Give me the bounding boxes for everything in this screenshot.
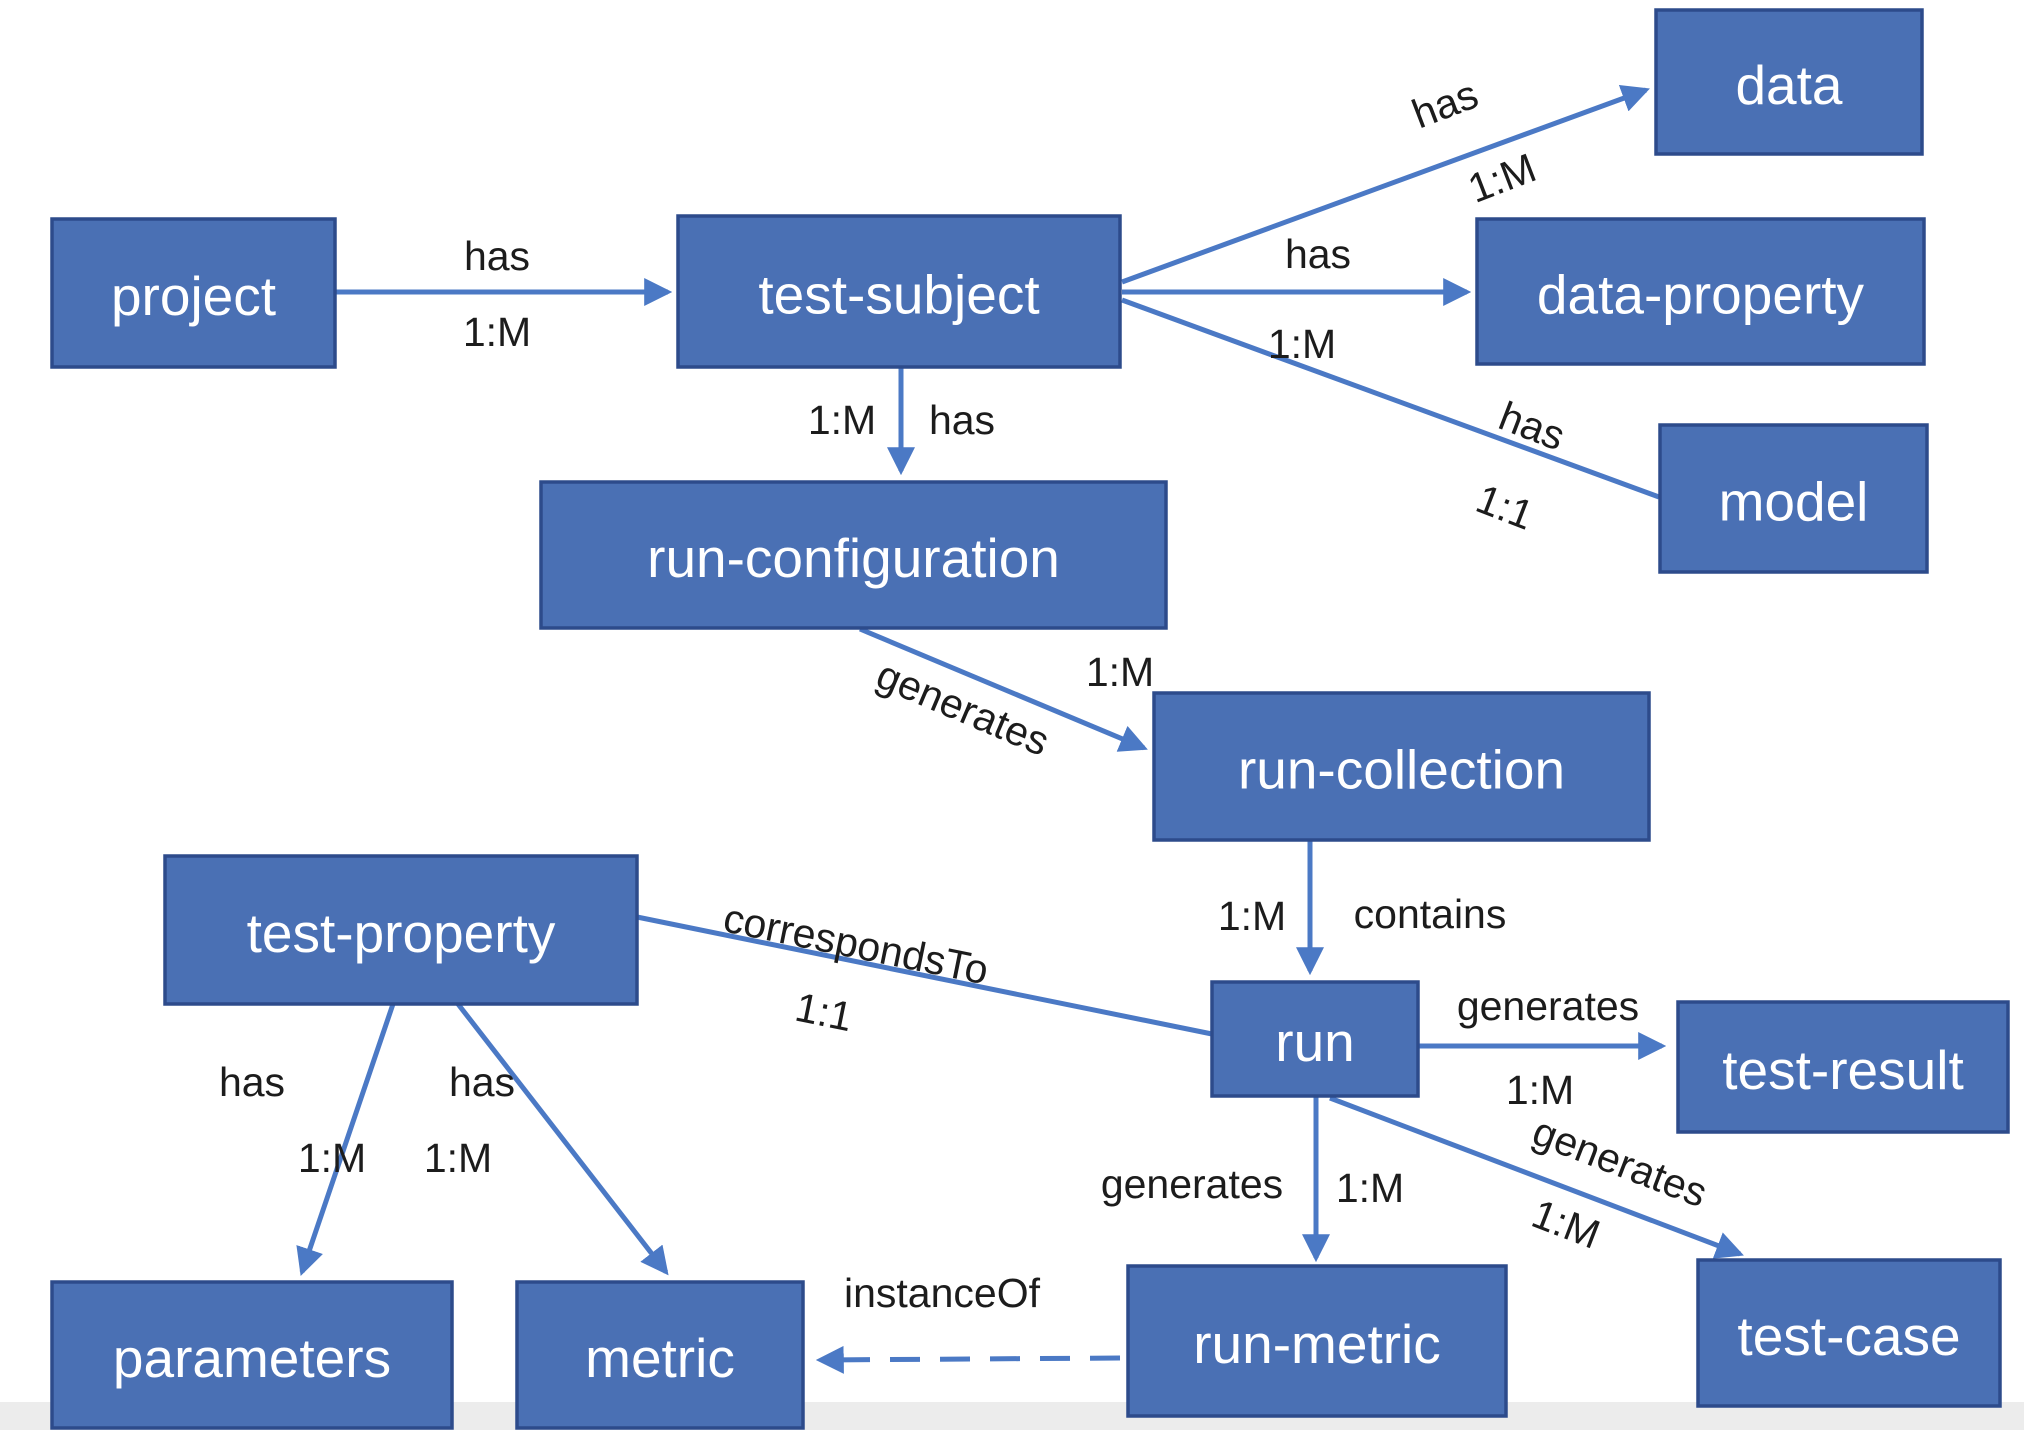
node-test-property-label: test-property	[247, 902, 556, 964]
node-run-metric: run-metric	[1126, 1264, 1508, 1418]
node-data-property-box	[1475, 217, 1926, 366]
edge-test-property-has-parameters	[296, 1003, 396, 1276]
edge-run-metric-instanceOf-metric	[815, 1345, 1121, 1374]
edges-layer	[296, 85, 1744, 1374]
node-parameters: parameters	[50, 1280, 454, 1430]
edge-label-test-subject-has-run-configuration-0: 1:M	[808, 397, 876, 443]
edge-test-property-correspondsTo-run	[636, 914, 1213, 1037]
node-run-collection: run-collection	[1152, 691, 1651, 842]
node-project: project	[50, 217, 337, 369]
edge-label-test-subject-has-data-property-1: 1:M	[1268, 321, 1336, 367]
node-test-property: test-property	[163, 854, 639, 1006]
edge-test-subject-has-model	[1121, 297, 1660, 500]
edge-label-run-configuration-generates-run-collection-0: generates	[870, 651, 1056, 765]
node-data-box	[1654, 8, 1924, 156]
edge-label-run-generates-test-result-1: 1:M	[1506, 1067, 1574, 1113]
node-run-collection-box	[1152, 691, 1651, 842]
node-parameters-box	[50, 1280, 454, 1430]
edge-label-run-generates-test-result-0: generates	[1457, 983, 1639, 1029]
edge-label-test-property-has-parameters-1: 1:M	[298, 1135, 366, 1181]
edge-label-test-subject-has-data-0: has	[1406, 71, 1484, 138]
node-data-label: data	[1735, 54, 1842, 116]
edge-label-test-property-has-parameters-0: has	[219, 1059, 285, 1105]
node-project-label: project	[111, 265, 276, 327]
node-parameters-label: parameters	[113, 1327, 391, 1389]
node-test-case: test-case	[1696, 1258, 2002, 1408]
node-metric-box	[515, 1280, 805, 1430]
node-metric: metric	[515, 1280, 805, 1430]
node-test-result-box	[1676, 1000, 2010, 1134]
edge-label-run-configuration-generates-run-collection-1: 1:M	[1086, 649, 1154, 695]
edge-run-generates-test-case	[1329, 1095, 1744, 1259]
node-data-property: data-property	[1475, 217, 1926, 366]
edge-run-configuration-generates-run-collection	[859, 626, 1148, 752]
node-project-box	[50, 217, 337, 369]
edge-label-project-has-test-subject-0: has	[464, 233, 530, 279]
node-test-subject-box	[676, 214, 1122, 369]
node-model: model	[1658, 423, 1929, 574]
nodes-layer: project test-subject data data-property mode…	[50, 8, 2010, 1430]
node-run-label: run	[1275, 1011, 1355, 1073]
edge-label-test-subject-has-run-configuration-1: has	[929, 397, 995, 443]
node-test-property-box	[163, 854, 639, 1006]
node-test-case-box	[1696, 1258, 2002, 1408]
node-run-collection-label: run-collection	[1238, 739, 1565, 801]
node-test-case-label: test-case	[1737, 1305, 1960, 1367]
edge-label-project-has-test-subject-1: 1:M	[463, 309, 531, 355]
edge-test-subject-has-data	[1121, 85, 1650, 285]
node-metric-label: metric	[585, 1327, 735, 1389]
node-run-configuration-label: run-configuration	[647, 527, 1060, 589]
edge-label-test-subject-has-model-0: has	[1493, 393, 1571, 460]
edge-label-test-subject-has-model-1: 1:1	[1470, 475, 1540, 538]
edge-label-test-property-has-metric-1: 1:M	[424, 1135, 492, 1181]
edge-label-test-subject-has-data-property-0: has	[1285, 231, 1351, 277]
node-test-result: test-result	[1676, 1000, 2010, 1134]
node-test-result-label: test-result	[1722, 1039, 1963, 1101]
edge-label-run-generates-run-metric-0: generates	[1101, 1161, 1283, 1207]
edge-label-run-collection-contains-run-0: 1:M	[1218, 893, 1286, 939]
edge-test-property-has-metric	[456, 1002, 669, 1276]
edge-label-run-generates-run-metric-1: 1:M	[1336, 1165, 1404, 1211]
node-run-configuration-box	[539, 480, 1168, 630]
node-data-property-label: data-property	[1537, 264, 1865, 326]
edge-label-test-property-correspondsTo-run-0: correspondsTo	[720, 895, 993, 994]
node-run: run	[1210, 980, 1420, 1098]
node-test-subject-label: test-subject	[758, 264, 1039, 326]
node-model-box	[1658, 423, 1929, 574]
node-run-box	[1210, 980, 1420, 1098]
node-run-metric-label: run-metric	[1193, 1313, 1441, 1375]
edge-label-test-property-correspondsTo-run-1: 1:1	[791, 984, 856, 1040]
node-run-configuration: run-configuration	[539, 480, 1168, 630]
node-model-label: model	[1719, 471, 1869, 533]
edge-label-test-property-has-metric-0: has	[449, 1059, 515, 1105]
node-run-metric-box	[1126, 1264, 1508, 1418]
edge-label-run-collection-contains-run-1: contains	[1354, 891, 1507, 937]
node-data: data	[1654, 8, 1924, 156]
node-test-subject: test-subject	[676, 214, 1122, 369]
edge-label-run-metric-instanceOf-metric-0: instanceOf	[844, 1270, 1041, 1316]
